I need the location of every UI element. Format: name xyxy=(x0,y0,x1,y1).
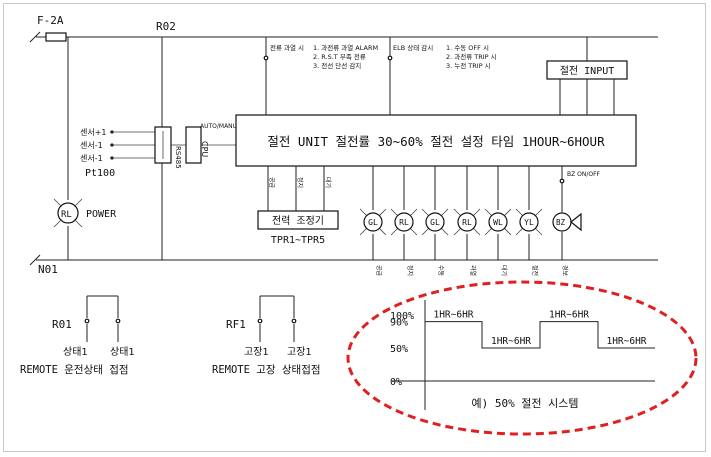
lamp-label: 과열 xyxy=(469,265,477,276)
power-lamp-code: RL xyxy=(61,210,72,220)
sensor-terminal xyxy=(110,156,114,160)
saving-chart: 100%90%50%0% 1HR~6HR1HR~6HR1HR~6HR1HR~6H… xyxy=(390,300,655,410)
r01-contact-b-point xyxy=(115,318,121,324)
chart-segment-label: 1HR~6HR xyxy=(491,336,531,347)
remote-r01-label: R01 xyxy=(52,318,72,331)
note-group1-line1: 1. 과전류 과열 ALARM xyxy=(313,43,378,52)
lamp-code: RL xyxy=(462,218,472,227)
power-controller-title: 전력 조정기 xyxy=(272,215,324,227)
sensor-minus-label-1: 센서-1 xyxy=(80,140,103,150)
rail-break-mark-bottom xyxy=(29,254,41,266)
r01-contact-b-label: 상태1 xyxy=(110,346,134,358)
auto-manu-label: AUTO/MANU xyxy=(200,123,237,130)
buzzer-label: 경보 xyxy=(561,265,568,277)
lamp-code: YL xyxy=(524,218,534,227)
power-controller-box xyxy=(257,210,339,230)
lamp-label: 대기 xyxy=(500,265,508,276)
chart-segment-label: 1HR~6HR xyxy=(433,310,473,321)
sensor-terminal xyxy=(110,130,114,134)
cpu-label: CPU xyxy=(200,141,209,157)
rf1-caption: REMOTE 고장 상태접점 xyxy=(212,364,321,376)
sensor-minus-label-2: 센서-1 xyxy=(80,153,103,163)
r01-contact-a-label: 상태1 xyxy=(63,346,87,358)
chart-segment-labels: 1HR~6HR 1HR~6HR 1HR~6HR 1HR~6HR xyxy=(433,310,646,347)
buzzer-horn xyxy=(570,212,582,232)
saving-unit-text: 절전 UNIT 절전률 30~60% 절전 설정 타임 1HOUR~6HOUR xyxy=(267,134,605,149)
indicator-lamp xyxy=(363,212,383,232)
r01-caption: REMOTE 운전상태 접점 xyxy=(20,364,129,376)
indicator-lamp xyxy=(425,212,445,232)
chart-y-tick-label: 100% xyxy=(390,311,414,322)
alarm-contact xyxy=(263,55,269,61)
saving-unit-box xyxy=(235,114,637,167)
rf1-contact-a-label: 고장1 xyxy=(244,346,268,358)
note-group1-line2: 2. R.S.T 부족 전류 xyxy=(313,52,366,61)
pt100-label: Pt100 xyxy=(85,168,115,179)
lamp-code: GL xyxy=(368,218,378,227)
cpu-box xyxy=(185,126,202,164)
sensor-terminal xyxy=(110,143,114,147)
elb-contact xyxy=(387,55,393,61)
remote-rf1-label: RF1 xyxy=(226,318,246,331)
sensor-plus-label: 센서+1 xyxy=(80,127,107,137)
chart-segment-label: 1HR~6HR xyxy=(549,310,589,321)
lamp-label: 수동 xyxy=(437,265,444,277)
controller-tap-label: 공급 xyxy=(268,177,275,189)
note-group1-line3: 3. 전선 단선 감지 xyxy=(313,61,361,70)
note-group2-line3: 3. 누전 TRIP 시 xyxy=(446,61,491,70)
rf1-contact-b-point xyxy=(291,318,297,324)
bz-switch-label: BZ ON/OFF xyxy=(567,171,601,178)
rs485-label: RS485 xyxy=(174,146,182,169)
indicator-lamp xyxy=(394,212,414,232)
highlight-ellipse xyxy=(346,280,698,436)
chart-segment-label: 1HR~6HR xyxy=(606,336,646,347)
indicator-lamp xyxy=(457,212,477,232)
fuse-label: F-2A xyxy=(37,14,64,27)
power-label: POWER xyxy=(86,209,117,220)
buzzer-contact xyxy=(559,178,565,184)
note-group2-line1: 1. 수동 OFF 시 xyxy=(446,44,489,52)
controller-tap-label: 대기 xyxy=(324,177,332,188)
lamp-label: 정지 xyxy=(406,265,414,276)
power-controller-model: TPR1~TPR5 xyxy=(271,235,325,246)
relay-top-label: R02 xyxy=(156,20,176,33)
rf1-contact-a-point xyxy=(257,318,263,324)
controller-tap-label: 정지 xyxy=(296,177,304,188)
note-group2-line2: 2. 과전류 TRIP 시 xyxy=(446,52,497,61)
chart-series-line xyxy=(425,321,655,349)
buzzer-code: BZ xyxy=(556,218,566,227)
chart-y-tick-label: 0% xyxy=(390,377,402,388)
lamp-code: GL xyxy=(430,218,440,227)
r01-contact-a-point xyxy=(84,318,90,324)
indicator-lamps: GL 공급 RL 정지 GL 수동 RL 과열 WL 대기 YL 절전 xyxy=(359,166,543,277)
chart-y-ticks: 100%90% 50% 0% xyxy=(390,311,414,388)
lamp-code: RL xyxy=(399,218,409,227)
chart-y-tick-label: 50% xyxy=(390,344,408,355)
chart-y-tick-label: 90% xyxy=(390,318,408,329)
note-group1-title: 전류 과열 시 xyxy=(270,43,304,52)
elb-label: ELB 상태 감시 xyxy=(393,43,433,52)
rf1-contact-b-label: 고장1 xyxy=(287,346,311,358)
lamp-label: 절전 xyxy=(531,265,539,276)
fuse-symbol xyxy=(45,32,67,42)
lamp-label: 공급 xyxy=(375,265,382,277)
indicator-lamp xyxy=(519,212,539,232)
power-lamp-face xyxy=(59,204,77,222)
saving-input-label: 절전 INPUT xyxy=(560,64,615,77)
rail-break-mark-top xyxy=(29,31,41,43)
indicator-lamp xyxy=(488,212,508,232)
neutral-label: N01 xyxy=(38,263,58,276)
lamp-code: WL xyxy=(493,218,503,227)
chart-caption: 예) 50% 절전 시스템 xyxy=(471,397,578,410)
